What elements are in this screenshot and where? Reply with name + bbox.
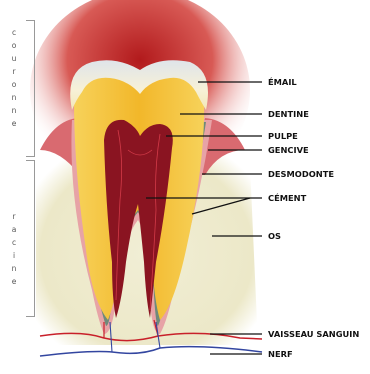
side-letter: e [6, 117, 22, 130]
side-letter: o [6, 78, 22, 91]
label-os: OS [268, 231, 281, 241]
crown-bracket [26, 20, 35, 157]
label-desmodonte: DESMODONTE [268, 169, 334, 179]
side-letter: i [6, 249, 22, 262]
label-vessel: VAISSEAU SANGUIN [268, 329, 359, 339]
side-letter: a [6, 223, 22, 236]
side-letter: u [6, 52, 22, 65]
side-letter: c [6, 26, 22, 39]
side-letter: o [6, 39, 22, 52]
label-email: ÉMAIL [268, 77, 297, 87]
label-dentine: DENTINE [268, 109, 309, 119]
side-letter: n [6, 104, 22, 117]
side-letter: r [6, 210, 22, 223]
side-letter: n [6, 262, 22, 275]
label-cement: CÉMENT [268, 193, 306, 203]
label-gencive: GENCIVE [268, 145, 309, 155]
label-pulpe: PULPE [268, 131, 298, 141]
root-bracket [26, 160, 35, 317]
side-letter: e [6, 275, 22, 288]
side-letter: n [6, 91, 22, 104]
label-nerf: NERF [268, 349, 293, 359]
side-letter: r [6, 65, 22, 78]
side-letter: c [6, 236, 22, 249]
